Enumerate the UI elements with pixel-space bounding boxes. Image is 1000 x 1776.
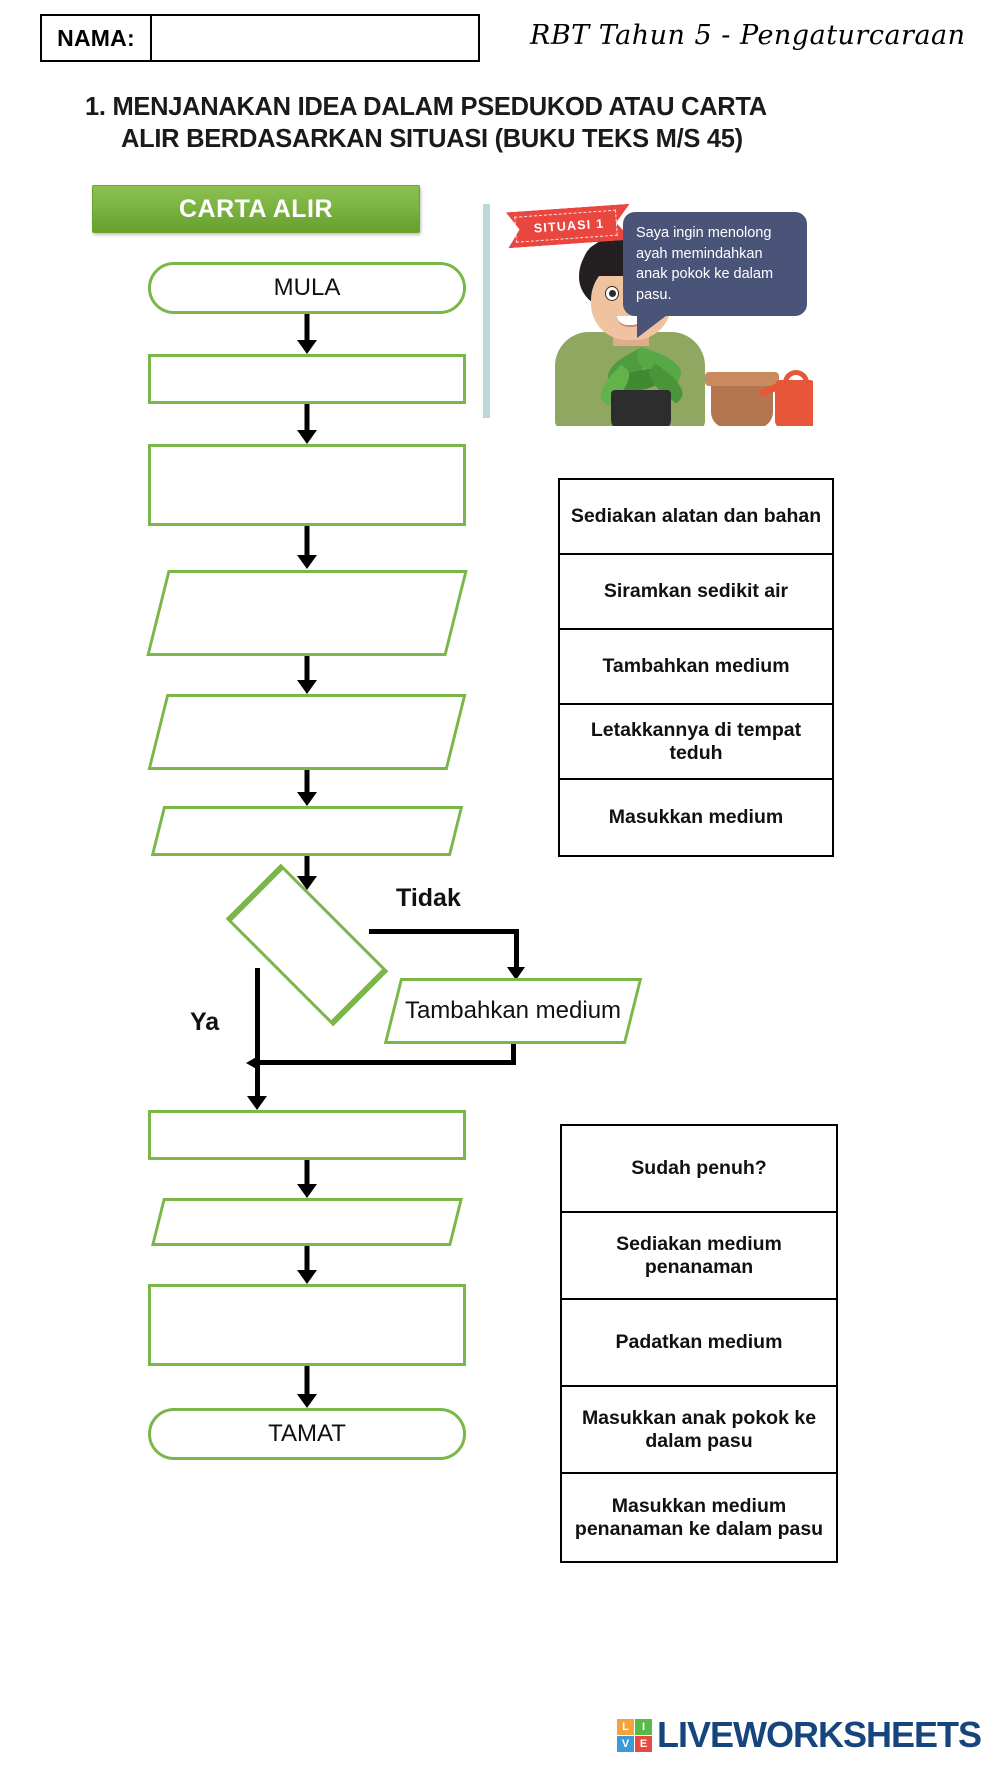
flow-arrow [92, 1160, 522, 1198]
flow-blank-io-4[interactable] [151, 1198, 463, 1246]
word-bank-item[interactable]: Sudah penuh? [562, 1126, 836, 1213]
boy-mouth-shape [617, 316, 643, 327]
logo-tile-i: I [635, 1718, 652, 1735]
clay-pot-rim-shape [705, 372, 779, 386]
loopback-connector-down [511, 1044, 516, 1064]
flow-loop-node: Tambahkan medium [383, 978, 643, 1044]
worksheet-header: NAMA: RBT Tahun 5 - Pengaturcaraan [40, 14, 970, 70]
word-bank-item[interactable]: Masukkan medium [608, 806, 784, 829]
watering-can-handle-shape [783, 370, 809, 386]
name-label: NAMA: [42, 16, 152, 60]
flow-blank-io-4-wrap [151, 1198, 463, 1246]
branch-label-tidak: Tidak [396, 884, 461, 912]
flow-loop-node-wrap: Tambahkan medium [383, 978, 643, 1044]
word-bank-item[interactable]: Letakkannya di tempat teduh [560, 705, 832, 780]
yes-branch-stem [255, 968, 260, 1101]
word-bank-item[interactable]: Padatkan medium [562, 1300, 836, 1387]
word-bank-item[interactable]: Sediakan medium penanaman [562, 1213, 836, 1300]
branch-connector-vertical [514, 929, 519, 971]
liveworksheets-logo[interactable]: L I V E LIVEWORKSHEETS [617, 1714, 982, 1756]
flow-node-start: MULA [148, 262, 466, 314]
flow-arrow [92, 656, 522, 694]
flow-blank-io-2-wrap [147, 694, 467, 770]
flow-arrow [92, 526, 522, 570]
branch-connector-horizontal [369, 929, 519, 934]
page-title-line-1: 1. MENJANAKAN IDEA DALAM PSEDUKOD ATAU C… [85, 93, 767, 121]
name-input[interactable] [152, 16, 478, 60]
word-bank-item[interactable]: Siramkan sedikit air [560, 555, 832, 630]
flow-arrow [92, 1246, 522, 1284]
page-title: 1. MENJANAKAN IDEA DALAM PSEDUKOD ATAU C… [85, 92, 845, 156]
name-box: NAMA: [40, 14, 480, 62]
flow-arrow [92, 404, 522, 444]
branch-label-ya: Ya [190, 1008, 220, 1036]
loopback-connector-horizontal [258, 1060, 516, 1065]
flow-blank-io-1-wrap [146, 570, 468, 656]
flow-arrow [92, 314, 522, 354]
boy-left-eye-shape [605, 286, 619, 301]
liveworksheets-logo-tiles: L I V E [617, 1718, 652, 1752]
word-bank-item[interactable]: Tambahkan medium [560, 630, 832, 705]
watering-can-icon [775, 380, 813, 426]
flowchart: MULA [92, 262, 522, 1027]
logo-tile-e: E [635, 1735, 652, 1752]
carta-alir-banner: CARTA ALIR [92, 185, 420, 233]
word-bank-item[interactable]: Sediakan alatan dan bahan [560, 480, 832, 555]
branch-connector-arrowhead [507, 967, 525, 980]
flow-blank-io-3[interactable] [150, 806, 464, 856]
flow-arrow [92, 770, 522, 806]
flow-blank-process-1[interactable] [148, 354, 466, 404]
flow-arrow [92, 1366, 522, 1408]
liveworksheets-wordmark: LIVEWORKSHEETS [657, 1714, 982, 1755]
word-bank-item[interactable]: Masukkan medium penanaman ke dalam pasu [574, 1495, 824, 1540]
word-bank-item[interactable]: Masukkan anak pokok ke dalam pasu [562, 1387, 836, 1474]
logo-tile-v: V [617, 1735, 634, 1752]
seedling-bag-shape [611, 390, 671, 426]
flow-blank-process-2[interactable] [148, 444, 466, 526]
flow-blank-io-2[interactable] [147, 694, 467, 770]
flow-blank-io-3-wrap [150, 806, 464, 856]
flow-blank-process-3[interactable] [148, 1110, 466, 1160]
flow-blank-io-1[interactable] [146, 570, 468, 656]
subject-heading: RBT Tahun 5 - Pengaturcaraan [530, 20, 966, 51]
flow-node-end: TAMAT [148, 1408, 466, 1460]
logo-tile-l: L [617, 1718, 634, 1735]
flowchart-lower: TAMAT [92, 1110, 522, 1460]
speech-bubble: Saya ingin menolong ayah memindahkan ana… [623, 212, 807, 339]
page-title-line-2: ALIR BERDASARKAN SITUASI (BUKU TEKS M/S … [121, 124, 743, 153]
situasi-illustration: SITUASI 1 Saya ingin menolong ayah memin… [483, 194, 813, 426]
word-bank-2: Sudah penuh? Sediakan medium penanaman P… [560, 1124, 838, 1563]
illustration-edge-bar [483, 204, 490, 418]
word-bank-1: Sediakan alatan dan bahan Siramkan sedik… [558, 478, 834, 857]
flow-blank-process-4[interactable] [148, 1284, 466, 1366]
yes-branch-arrowhead [247, 1096, 267, 1110]
